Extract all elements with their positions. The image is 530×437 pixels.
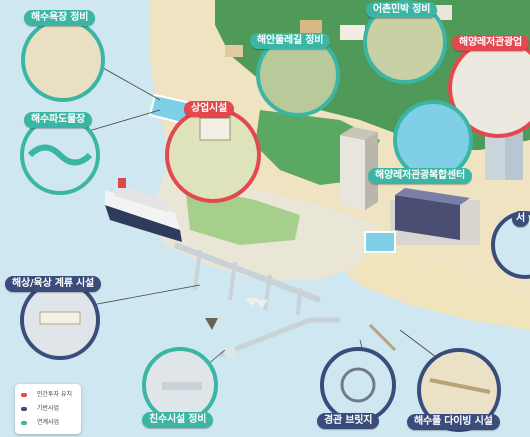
pool: [364, 231, 396, 253]
label-west-partial: 서: [512, 211, 529, 227]
cruise-ship-deck: [105, 190, 180, 230]
hotel-tower-top: [340, 127, 378, 140]
breakwater-waves: [27, 144, 93, 166]
waterfront-deck: [162, 382, 202, 390]
house-3: [340, 25, 365, 40]
house-1: [225, 45, 243, 57]
cruise-ship-hull: [105, 205, 182, 242]
legend-item-private: 민간투자 유치: [21, 390, 72, 400]
boat-3: [255, 300, 268, 308]
label-marine-leisure-complex: 해양레저관광복합센터: [368, 168, 472, 184]
label-commercial: 상업시설: [184, 101, 234, 117]
label-breakwater-pool: 해수파도물장: [24, 112, 92, 128]
cruise-ship-funnel: [118, 178, 126, 188]
resort-building: [395, 195, 460, 240]
jetty-right: [368, 323, 397, 352]
pier-end: [224, 346, 236, 358]
pier-branch-2: [228, 261, 237, 301]
label-marine-leisure-tourism: 해양레저관광업: [452, 35, 529, 51]
pier-branch-4: [296, 287, 302, 316]
hotel-tower: [340, 135, 365, 210]
boat-1: [205, 318, 218, 330]
callout-complex: [393, 100, 473, 180]
cruise-ship-upper: [115, 183, 168, 212]
label-waterfront: 친수시설 정비: [142, 412, 214, 428]
connector-3: [91, 284, 201, 306]
callout-diving: [417, 348, 501, 432]
resort-roof: [395, 188, 470, 205]
legend-swatch-navy: [21, 407, 27, 411]
pier-branch-1: [193, 249, 202, 291]
legend-label-base: 기반사업: [37, 405, 60, 412]
legend-label-linked: 연계사업: [37, 419, 60, 426]
lower-beach: [320, 250, 530, 330]
bridge-ring: [340, 367, 376, 403]
label-homestay: 어촌민박 정비: [366, 2, 438, 18]
legend-label-private: 민간투자 유치: [37, 391, 73, 398]
label-mooring: 해상/육상 계류 시설: [5, 276, 102, 292]
callout-beach: [21, 18, 105, 102]
diving-platform: [429, 378, 491, 394]
boat-2: [245, 298, 258, 306]
commercial-building: [199, 117, 231, 141]
legend-item-base: 기반사업: [21, 404, 59, 414]
label-beach-maintenance: 해수욕장 정비: [24, 10, 96, 26]
mooring-boat: [39, 311, 81, 325]
label-diving: 해수풀 다이빙 시설: [407, 414, 500, 430]
legend-swatch-red: [21, 393, 27, 397]
legend: 민간투자 유치 기반사업 연계사업: [15, 384, 81, 434]
label-landscape-bridge: 경관 브릿지: [317, 413, 380, 429]
label-coastal-trail: 해안둘레길 정비: [250, 33, 331, 49]
legend-swatch-teal: [21, 421, 27, 425]
legend-item-linked: 연계사업: [21, 418, 59, 428]
pier-branch-3: [263, 274, 272, 311]
callout-bridge: [320, 347, 396, 423]
pier-bridge: [219, 317, 340, 358]
house-2: [300, 20, 322, 34]
